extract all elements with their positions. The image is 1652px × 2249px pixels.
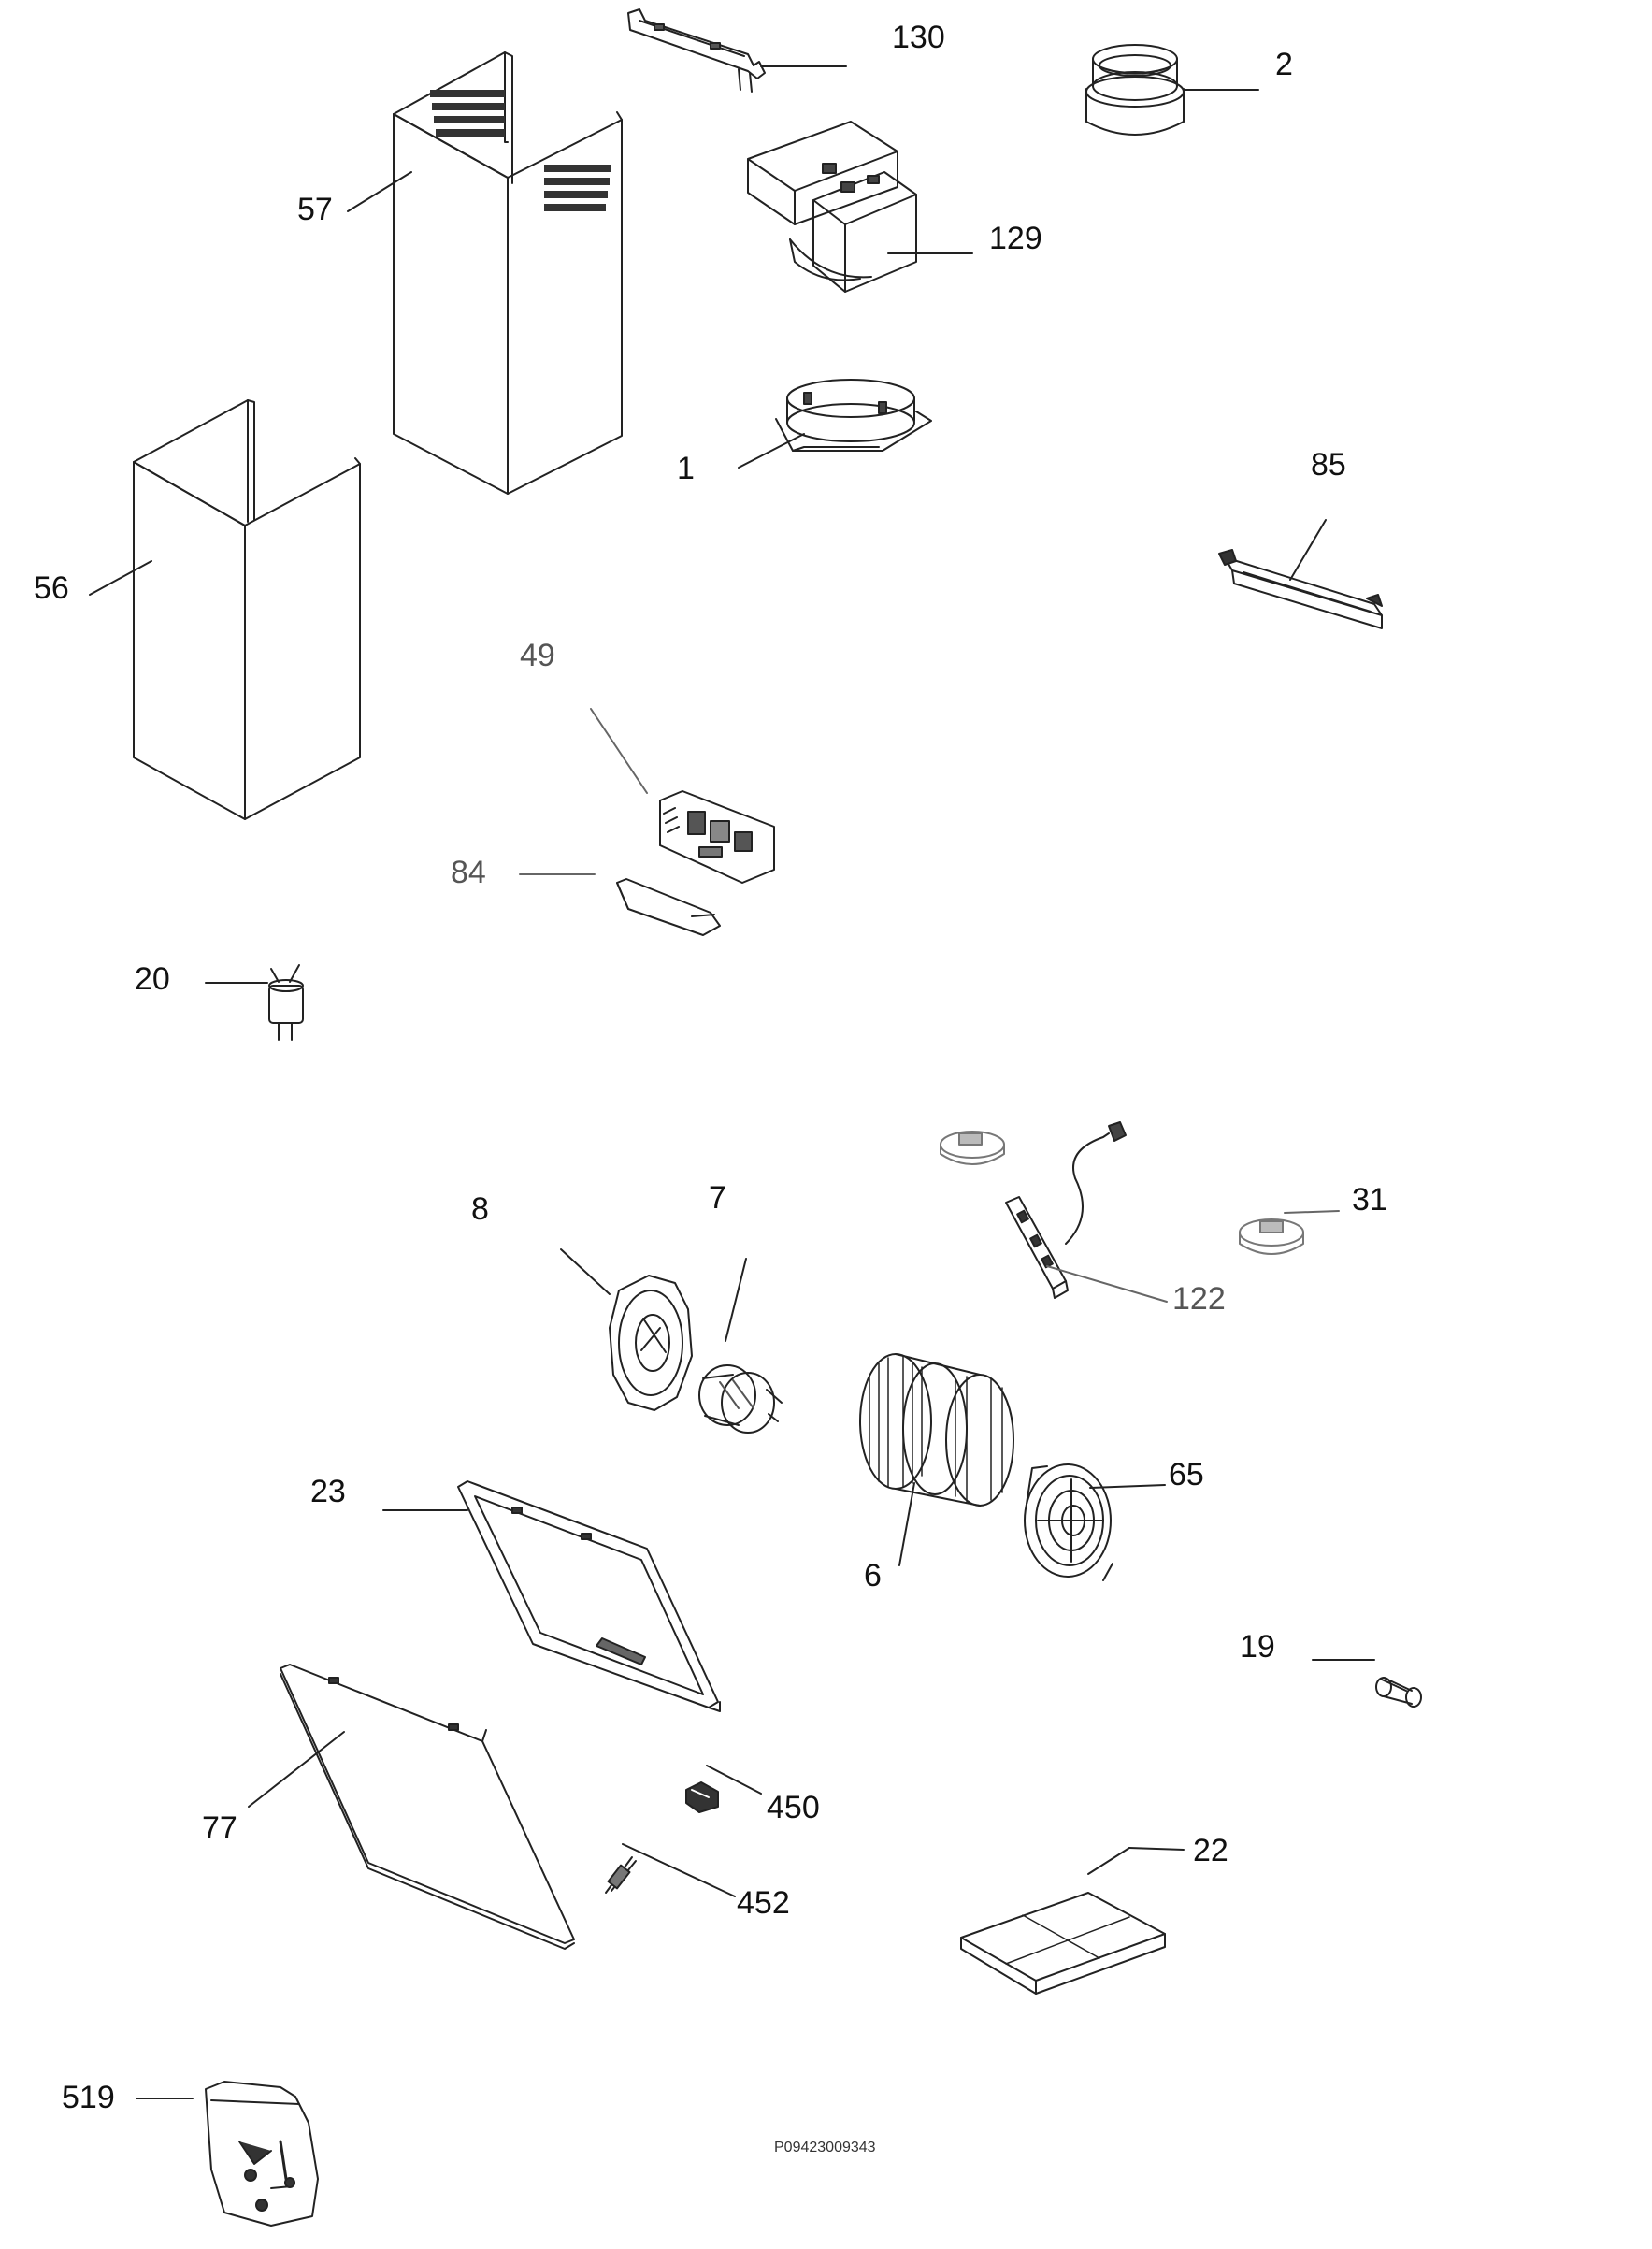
part-130-bracket	[627, 8, 766, 93]
label-77: 77	[202, 1810, 237, 1846]
leader-6	[898, 1482, 915, 1566]
label-129: 129	[989, 221, 1042, 256]
part-450-clip	[685, 1781, 719, 1813]
leader-452	[622, 1843, 736, 1897]
part-452-pin	[605, 1856, 637, 1894]
label-6: 6	[864, 1558, 882, 1593]
part-84-cover	[616, 878, 721, 936]
part-519-hardware-bag	[205, 2081, 319, 2227]
label-130: 130	[892, 20, 945, 55]
label-452: 452	[737, 1885, 790, 1921]
leader-57	[347, 171, 412, 212]
label-57: 57	[297, 192, 333, 227]
part-56-lower-chimney	[133, 399, 361, 820]
part-129-diverter-box	[747, 121, 917, 293]
part-31-lamp	[1239, 1218, 1304, 1255]
label-19: 19	[1240, 1629, 1275, 1665]
leader-65	[1089, 1484, 1166, 1489]
leader-85	[1289, 519, 1327, 581]
label-7: 7	[709, 1180, 726, 1216]
part-57-upper-chimney	[393, 51, 623, 495]
leader-7	[725, 1258, 747, 1342]
part-85-light-bar	[1218, 549, 1383, 629]
label-22: 22	[1193, 1833, 1228, 1868]
part-122-switch	[1005, 1121, 1127, 1299]
part-22-carbon-filter	[960, 1892, 1166, 1995]
label-65: 65	[1169, 1457, 1204, 1492]
part-6-blower-wheel	[859, 1353, 1014, 1507]
lamp-holder	[940, 1131, 1005, 1165]
label-20: 20	[135, 961, 170, 997]
part-49-control-board	[659, 790, 775, 884]
part-7-motor	[698, 1364, 783, 1434]
leader-122	[1046, 1265, 1168, 1303]
leader-31	[1284, 1210, 1340, 1214]
part-8-motor-plate	[609, 1275, 693, 1411]
label-519: 519	[62, 2080, 115, 2115]
leader-22b	[1087, 1847, 1130, 1875]
label-8: 8	[471, 1191, 489, 1227]
document-code: P09423009343	[774, 2140, 876, 2155]
part-65-inlet-grille	[1024, 1463, 1113, 1581]
leader-77	[248, 1731, 345, 1808]
leader-8	[560, 1248, 611, 1295]
part-1-ring-adapter	[775, 379, 932, 452]
label-56: 56	[34, 570, 69, 606]
leader-1	[738, 433, 805, 469]
label-450: 450	[767, 1790, 820, 1825]
label-49: 49	[520, 638, 555, 673]
label-1: 1	[677, 451, 695, 486]
part-19-bulb	[1375, 1677, 1422, 1708]
label-31: 31	[1352, 1182, 1387, 1218]
part-20-capacitor	[268, 964, 304, 1041]
part-23-filter-frame	[457, 1480, 721, 1712]
leader-49	[590, 708, 648, 794]
label-2: 2	[1275, 47, 1293, 82]
leader-450	[706, 1765, 762, 1795]
leader-22	[1128, 1847, 1185, 1851]
leader-lines	[89, 65, 1375, 2099]
part-2-round-collar	[1085, 44, 1185, 136]
label-122: 122	[1172, 1281, 1226, 1317]
label-85: 85	[1311, 447, 1346, 483]
leader-56	[89, 560, 152, 596]
label-84: 84	[451, 855, 486, 890]
label-23: 23	[310, 1474, 346, 1509]
part-77-panel	[280, 1664, 575, 1950]
